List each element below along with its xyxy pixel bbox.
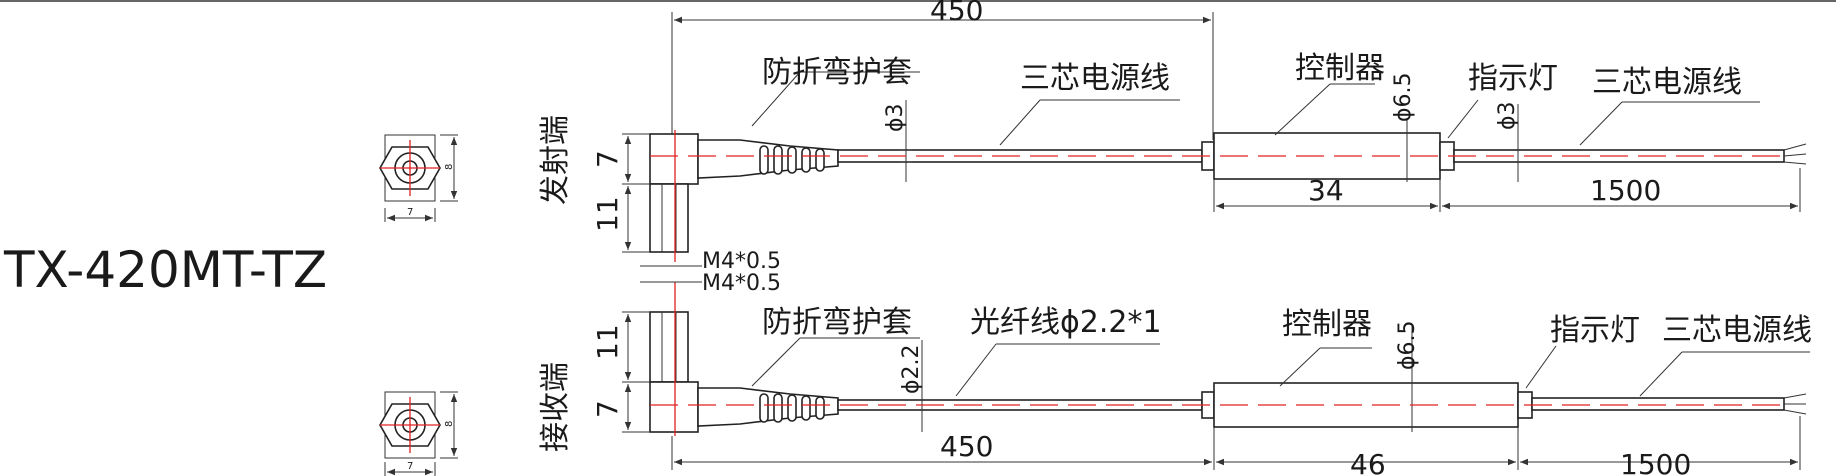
receiver-head-length-label: 11	[591, 324, 624, 360]
emitter-controller-label: 控制器	[1295, 51, 1385, 86]
emitter-cable-label: 三芯电源线	[1020, 61, 1170, 96]
receiver-head	[649, 381, 699, 433]
emitter-thread-label: M4*0.5	[702, 249, 781, 274]
receiver-phi-fiber-label: ϕ2.2	[899, 345, 924, 395]
receiver-hex-width-label: 7	[407, 461, 413, 472]
emitter-phi-out-label: ϕ3	[1495, 101, 1520, 130]
emitter-out-cable-label: 三芯电源线	[1592, 65, 1742, 100]
emitter-out-length-label: 1500	[1590, 174, 1661, 207]
receiver-head-shank	[649, 311, 689, 383]
emitter-hex-height-label: 8	[444, 164, 455, 170]
receiver-head-width-label: 7	[591, 400, 624, 418]
receiver-thread-label: M4*0.5	[702, 271, 781, 296]
receiver-phi-controller-label: ϕ6.5	[1395, 321, 1420, 371]
receiver-out-length-label: 1500	[1620, 448, 1691, 476]
emitter-side-label: 发射端	[538, 115, 573, 205]
emitter-controller	[1213, 132, 1441, 180]
receiver-fiber-length-label: 450	[940, 430, 993, 463]
receiver-sleeve-ribs	[759, 393, 825, 423]
receiver-side-label: 接收端	[538, 362, 573, 452]
emitter-phi-controller-label: ϕ6.5	[1391, 73, 1416, 123]
receiver-controller-label: 控制器	[1282, 307, 1372, 342]
emitter-head-length-label: 11	[591, 196, 624, 232]
emitter-assembly: 450 7 11 M4*0.5 防折弯护套	[591, 0, 1807, 274]
emitter-controller-length-label: 34	[1308, 174, 1344, 207]
receiver-fiber-label: 光纤线ϕ2.2*1	[970, 305, 1162, 340]
receiver-out-cable-label: 三芯电源线	[1662, 313, 1812, 348]
emitter-total-length-label: 450	[930, 0, 983, 27]
emitter-head-shank	[649, 183, 689, 253]
emitter-head-width-label: 7	[591, 150, 624, 168]
receiver-assembly: M4*0.5 11 7 防折弯护套 光纤线ϕ2.2*1 ϕ2.2	[591, 271, 1812, 476]
receiver-indicator-label: 指示灯	[1550, 313, 1640, 348]
emitter-phi-cable-label: ϕ3	[883, 103, 908, 132]
receiver-out-cable	[1531, 397, 1785, 411]
emitter-indicator-label: 指示灯	[1468, 61, 1558, 96]
receiver-controller-length-label: 46	[1350, 448, 1386, 476]
model-title: TX-420MT-TZ	[3, 241, 327, 299]
emitter-hex-width-label: 7	[407, 207, 413, 218]
receiver-sleeve-label: 防折弯护套	[762, 305, 912, 340]
emitter-hex-view: 8 7	[379, 134, 458, 222]
emitter-sleeve-ribs	[759, 145, 825, 175]
emitter-head	[649, 133, 699, 185]
receiver-hex-view: 8 7	[379, 391, 458, 476]
receiver-hex-height-label: 8	[444, 421, 455, 427]
emitter-sleeve-label: 防折弯护套	[762, 55, 912, 90]
